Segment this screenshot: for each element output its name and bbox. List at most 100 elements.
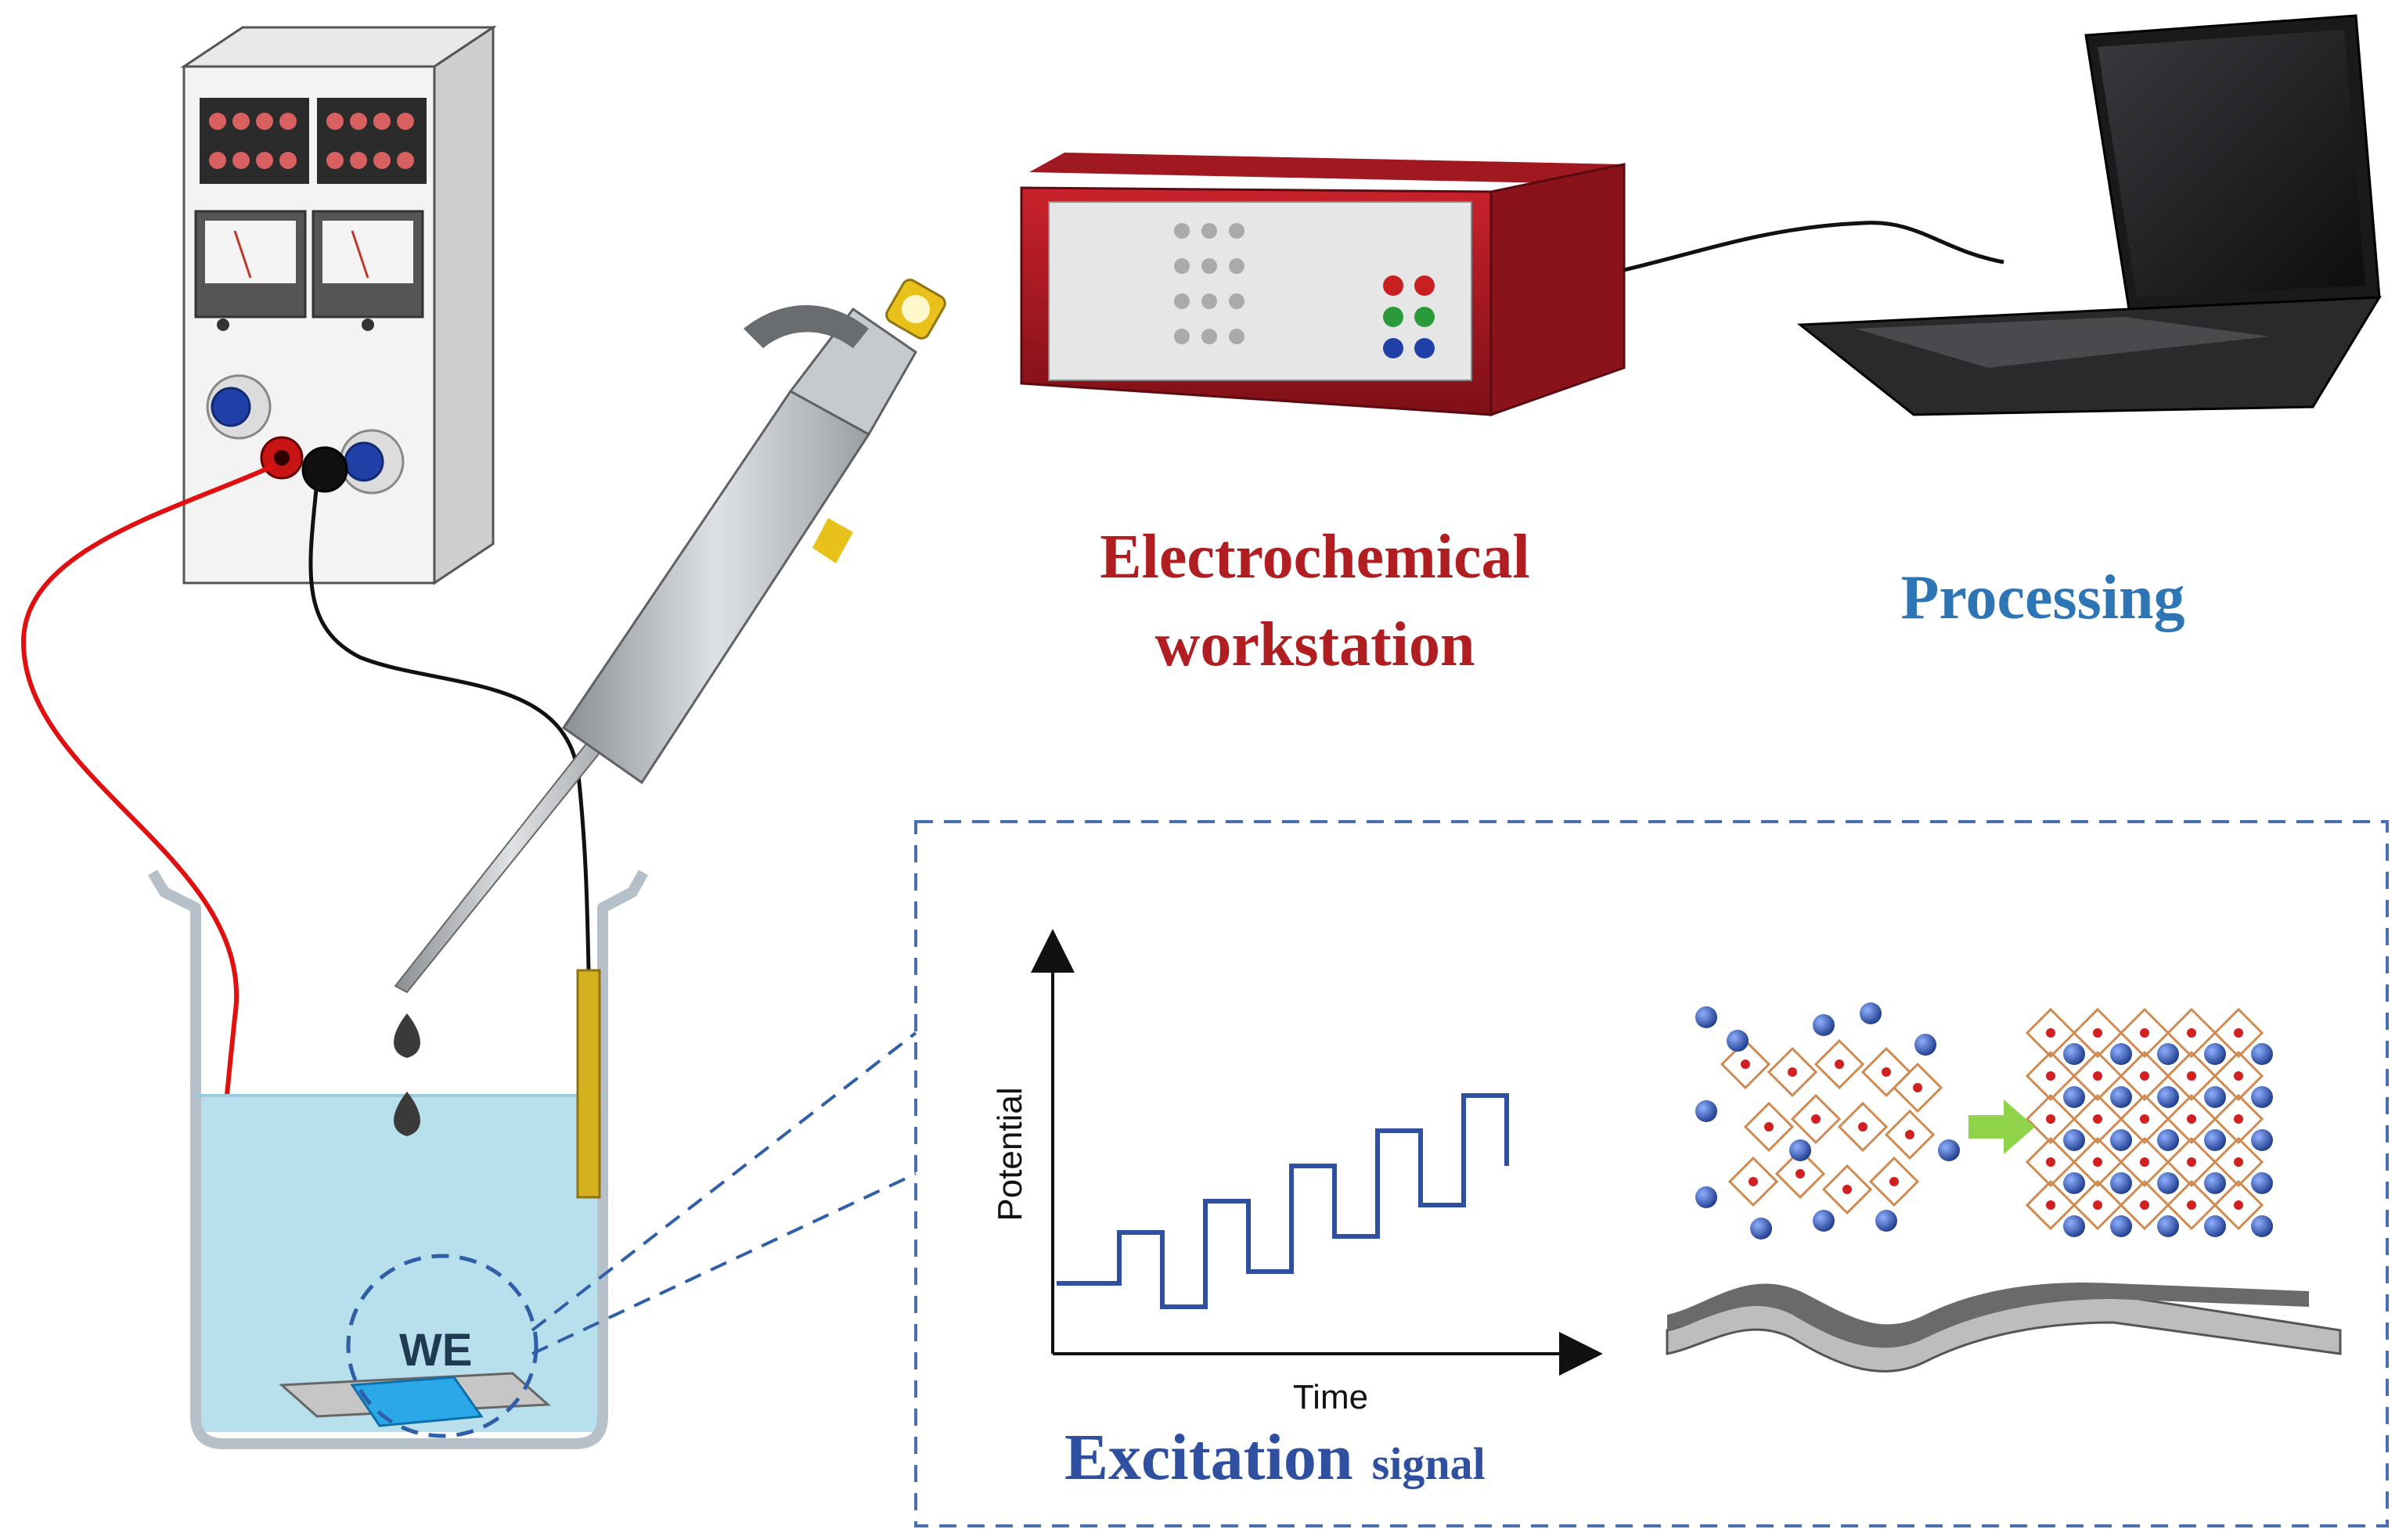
octahedron-shape [2025, 1093, 2076, 1145]
ion-sphere [1938, 1139, 1960, 1161]
octahedron-shape [2072, 1179, 2123, 1231]
octahedron-shape [1884, 1109, 1936, 1160]
octahedron-shape [2025, 1136, 2076, 1188]
octahedron-shape [2213, 1179, 2264, 1231]
beaker-icon [147, 869, 649, 1449]
metal-center [2140, 1200, 2149, 1210]
metal-center [2234, 1157, 2243, 1167]
ion-sphere [1695, 1006, 1717, 1028]
metal-center [2234, 1071, 2243, 1081]
octahedron-shape [2025, 1179, 2076, 1231]
ion-sphere [2110, 1172, 2132, 1194]
reference-electrode [576, 969, 601, 1199]
octahedron-shape [2072, 1093, 2123, 1145]
y-axis-label: Potential [991, 1087, 1029, 1221]
ion-sphere [2204, 1129, 2226, 1151]
processing-label: Processing [1901, 563, 2185, 632]
ion-sphere [2204, 1215, 2226, 1237]
metal-center [2093, 1114, 2102, 1124]
ion-sphere [2251, 1043, 2273, 1065]
metal-center [1858, 1122, 1868, 1132]
octahedron-shape [2072, 1136, 2123, 1188]
metal-center [1788, 1067, 1797, 1077]
pipette-icon [394, 279, 946, 994]
octahedron-shape [2072, 1007, 2123, 1059]
metal-center [1764, 1122, 1774, 1132]
liquid-drop [394, 1092, 420, 1136]
octahedron-shape [2166, 1179, 2217, 1231]
octahedron-shape [2213, 1136, 2264, 1188]
metal-center [2187, 1157, 2196, 1167]
ion-sphere [2251, 1086, 2273, 1108]
octahedron-shape [2166, 1136, 2217, 1188]
octahedron-shape [2072, 1050, 2123, 1102]
metal-center [2234, 1114, 2243, 1124]
ion-sphere [2204, 1172, 2226, 1194]
ion-sphere [2251, 1129, 2273, 1151]
ion-sphere [1695, 1186, 1717, 1208]
flexible-film-icon [1666, 1283, 2342, 1373]
metal-center [2046, 1114, 2055, 1124]
metal-center [2093, 1157, 2102, 1167]
octahedron-shape [2119, 1007, 2170, 1059]
ion-sphere [2110, 1129, 2132, 1151]
octahedron-shape [1837, 1101, 1889, 1153]
ion-sphere [1813, 1210, 1835, 1232]
ion-sphere [1750, 1218, 1772, 1240]
ion-sphere [2063, 1129, 2085, 1151]
metal-center [2140, 1157, 2149, 1167]
metal-center [2046, 1157, 2055, 1167]
crystal-lattice-icon [1695, 1002, 2273, 1240]
data-cable [1623, 221, 2004, 272]
octahedron-shape [1821, 1164, 1873, 1215]
workstation-label-line2: workstation [1155, 610, 1475, 679]
ion-sphere [2063, 1043, 2085, 1065]
workstation-label-line1: Electrochemical [1100, 523, 1529, 592]
metal-center [1835, 1060, 1844, 1069]
metal-center [2046, 1200, 2055, 1210]
octahedron-shape [2119, 1050, 2170, 1102]
metal-center [2234, 1028, 2243, 1038]
we-label: WE [399, 1325, 472, 1376]
metal-center [1811, 1114, 1821, 1124]
octahedron-shape [1892, 1062, 1943, 1114]
octahedron-shape [1720, 1038, 1771, 1090]
ion-sphere [2110, 1086, 2132, 1108]
metal-center [2187, 1114, 2196, 1124]
potentiostat-icon [1020, 153, 1626, 417]
metal-center [1795, 1169, 1805, 1178]
ion-sphere [2204, 1086, 2226, 1108]
octahedron-shape [2119, 1136, 2170, 1188]
liquid-drop [394, 1013, 420, 1058]
ion-sphere [1914, 1034, 1936, 1056]
metal-center [1889, 1177, 1899, 1186]
metal-center [1741, 1060, 1750, 1069]
ion-sphere [2063, 1172, 2085, 1194]
metal-center [2187, 1028, 2196, 1038]
metal-center [2140, 1114, 2149, 1124]
metal-center [2093, 1071, 2102, 1081]
power-supply-icon [180, 25, 497, 585]
ion-sphere [1727, 1030, 1749, 1052]
metal-center [1913, 1083, 1922, 1092]
octahedron-shape [2213, 1050, 2264, 1102]
ion-sphere [1789, 1139, 1811, 1161]
excitation-signal-title: Excitation signal [1064, 1421, 1486, 1494]
metal-center [1905, 1130, 1914, 1139]
ion-sphere [2157, 1086, 2179, 1108]
zoom-line [531, 1172, 917, 1355]
octahedron-shape [1767, 1046, 1818, 1098]
octahedron-shape [1868, 1156, 1920, 1207]
excitation-title-main: Excitation [1064, 1421, 1353, 1494]
ion-sphere [2251, 1172, 2273, 1194]
octahedron-shape [2025, 1007, 2076, 1059]
working-electrode [279, 1372, 551, 1427]
staircase-pulse-line [1057, 1093, 1509, 1309]
octahedron-shape [1774, 1148, 1826, 1200]
octahedron-shape [2025, 1050, 2076, 1102]
metal-center [1882, 1067, 1891, 1077]
excitation-signal-plot: Potential Time [991, 929, 1603, 1416]
octahedron-shape [2166, 1007, 2217, 1059]
ion-sphere [2157, 1043, 2179, 1065]
